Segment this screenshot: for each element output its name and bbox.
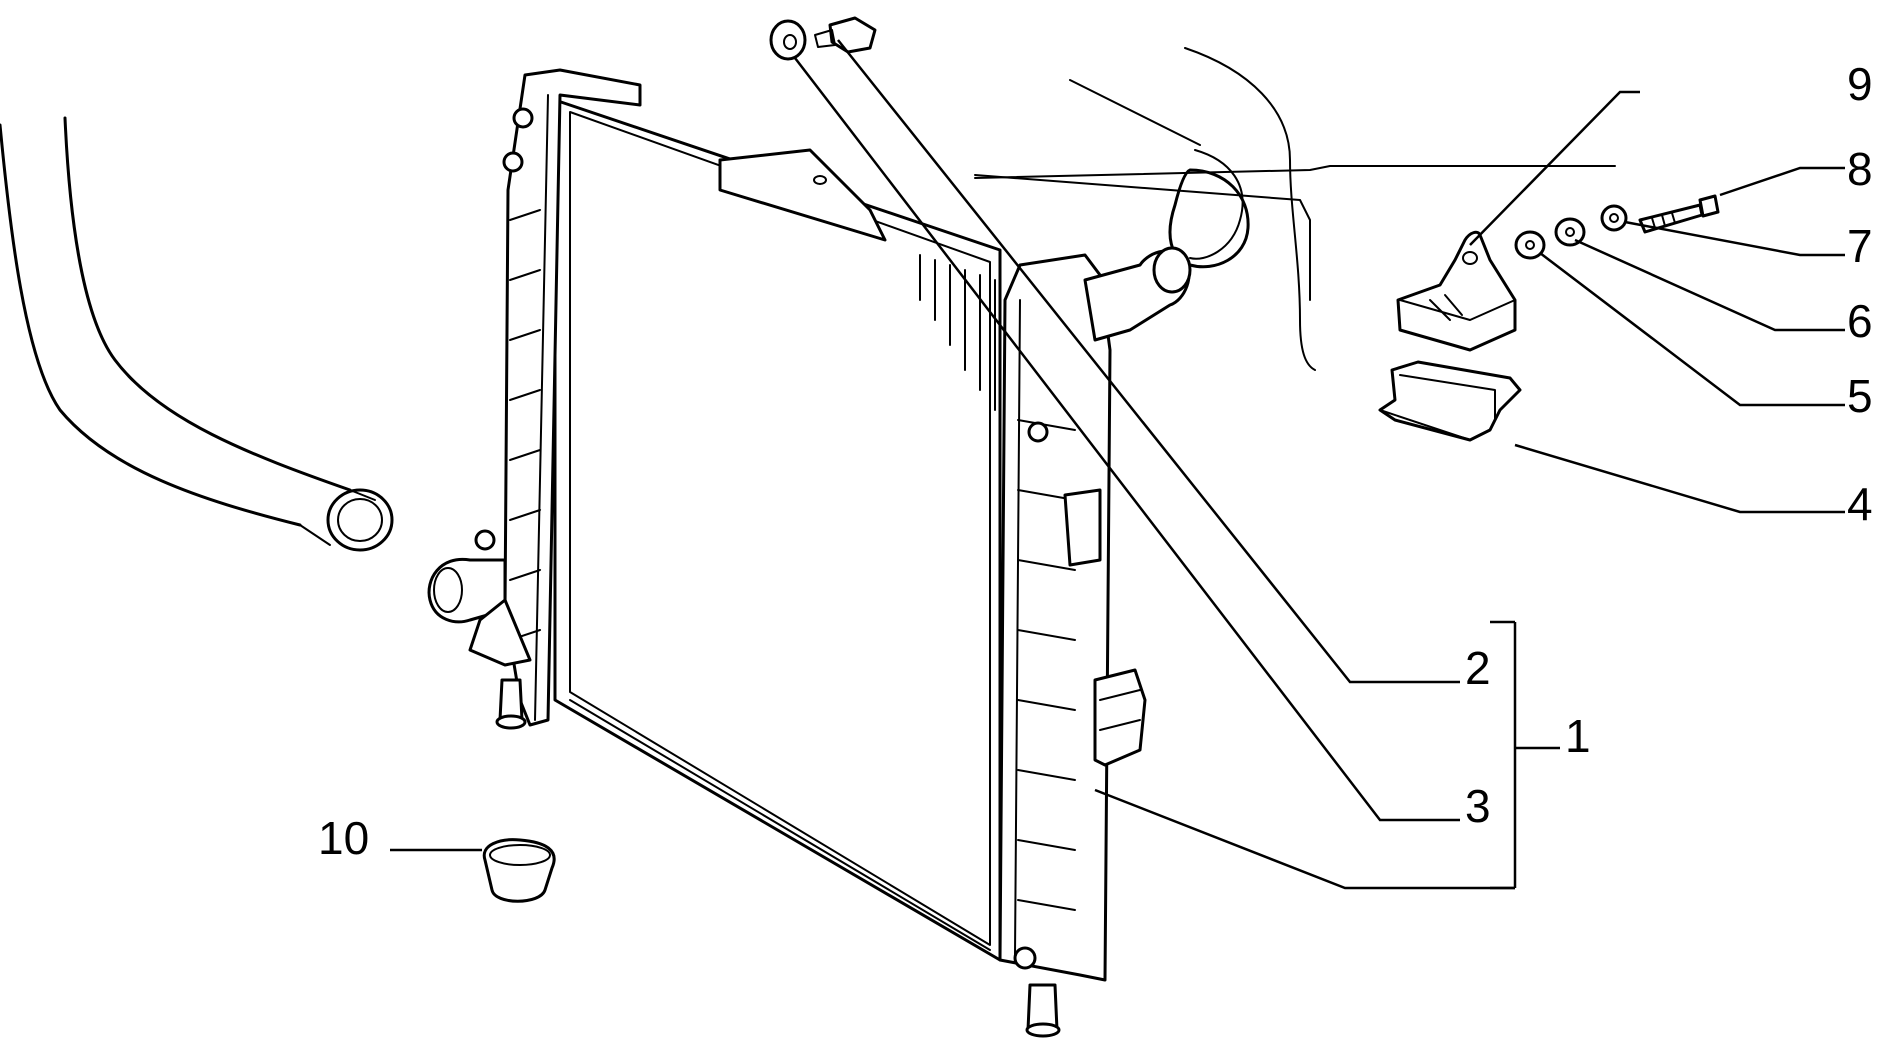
callout-1: 1 [1565, 710, 1591, 762]
callout-4: 4 [1847, 478, 1873, 530]
callout-6: 6 [1847, 295, 1873, 347]
bolt-8 [1638, 194, 1720, 234]
washer-6 [1554, 217, 1586, 247]
callout-3: 3 [1465, 780, 1491, 832]
grommet-10 [482, 838, 556, 903]
callout-10: 10 [318, 812, 369, 864]
callout-2: 2 [1465, 642, 1491, 694]
leader-lines [390, 39, 1845, 890]
top-fasteners [769, 16, 877, 61]
washer-7 [1600, 204, 1628, 232]
radiator-left-tank [427, 68, 642, 730]
callout-labels: 9 8 7 6 5 4 2 1 3 10 [318, 58, 1873, 864]
callout-8: 8 [1847, 143, 1873, 195]
callout-7: 7 [1847, 220, 1873, 272]
callout-9: 9 [1847, 58, 1873, 110]
engine-background-outline [974, 47, 1616, 371]
upper-hose [0, 116, 394, 552]
radiator-right-tank [998, 246, 1192, 1038]
washer-5 [1514, 230, 1546, 260]
mounting-bracket-upper [1396, 230, 1517, 352]
callout-5: 5 [1847, 370, 1873, 422]
radiator-core [553, 98, 1002, 962]
mounting-bracket-lower [1378, 360, 1522, 442]
